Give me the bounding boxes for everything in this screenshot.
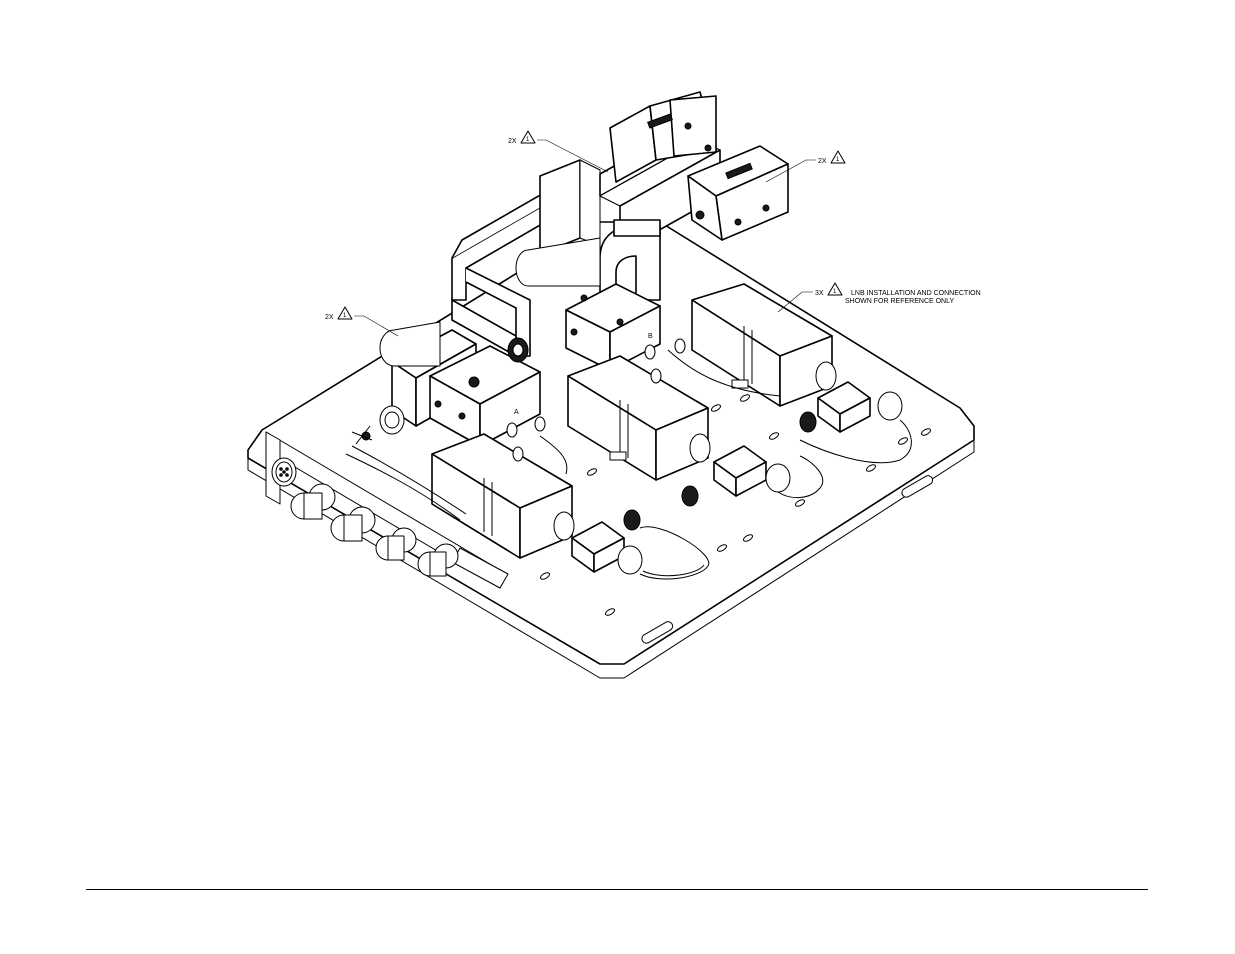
note-number: 1 (836, 157, 840, 163)
note-number: 1 (526, 137, 530, 143)
plate-slot (901, 475, 934, 498)
note-triangle (830, 150, 846, 164)
callout-isolator-left: 2X 1 (325, 306, 399, 337)
port-b-label: B (648, 333, 653, 340)
callout-waveguide-right: 2X 1 (765, 150, 846, 183)
note-number: 1 (343, 313, 347, 319)
plate-slot (641, 621, 674, 644)
connector-bracket (265, 431, 509, 589)
callout-qty: 2X (325, 314, 334, 321)
callout-lnb: 3X 1 LNB INSTALLATION AND CONNECTION SHO… (777, 282, 981, 313)
lnb-unit (567, 355, 791, 507)
fittings: A B (506, 333, 686, 462)
callout-note-line2: SHOWN FOR REFERENCE ONLY (845, 298, 954, 305)
n-type-connector (290, 483, 336, 520)
callout-waveguide-left: 2X 1 (508, 130, 609, 173)
n-type-connector (417, 543, 459, 577)
note-triangle (337, 306, 353, 320)
n-type-connector (330, 506, 376, 542)
n-type-connector (375, 527, 417, 561)
page-footer-rule (86, 889, 1148, 890)
note-number: 1 (833, 289, 837, 295)
callout-qty: 2X (508, 138, 517, 145)
waveguide-run (451, 91, 789, 357)
bulkhead-connector (271, 457, 297, 487)
note-triangle (827, 282, 843, 296)
callout-qty: 2X (818, 158, 827, 165)
callout-qty: 3X (815, 290, 824, 297)
port-a-label: A (514, 409, 519, 416)
isolator-assembly (351, 283, 661, 447)
note-triangle (520, 130, 536, 144)
lnb-unit (431, 433, 643, 575)
callout-note-line1: LNB INSTALLATION AND CONNECTION (851, 290, 981, 297)
coax-cables (345, 349, 912, 580)
lnb-unit (691, 283, 903, 433)
